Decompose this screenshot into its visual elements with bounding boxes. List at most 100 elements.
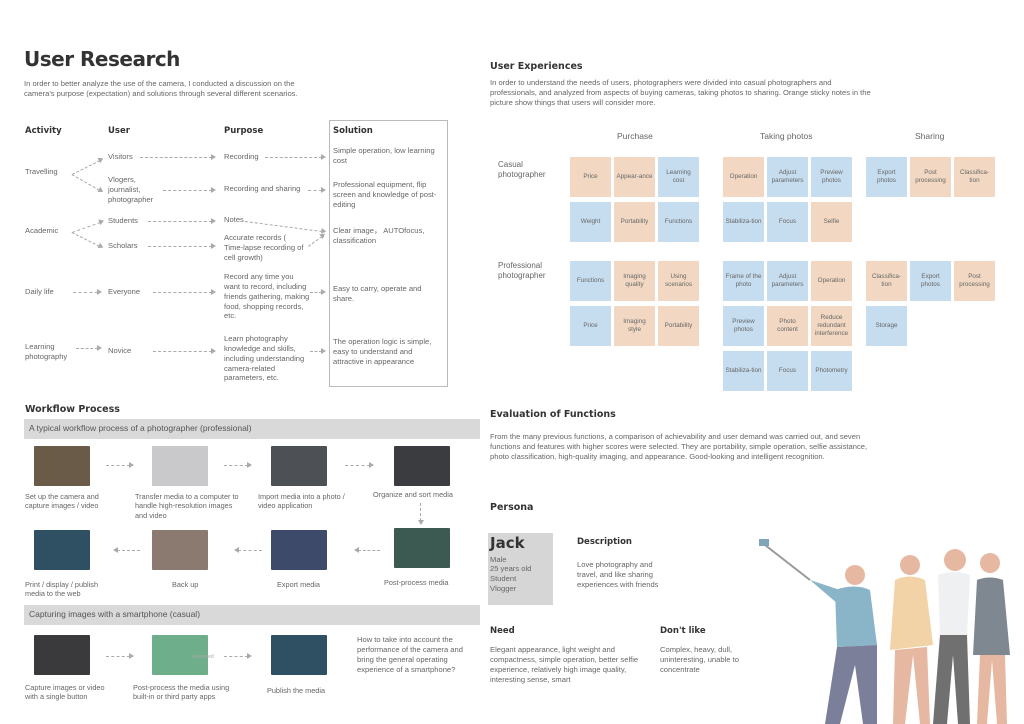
dashed-arrow xyxy=(153,348,216,354)
column-taking-photos: Taking photos xyxy=(760,131,813,141)
person-man-blue xyxy=(810,565,877,724)
dashed-arrow xyxy=(265,154,326,160)
solution-box xyxy=(329,120,448,387)
sticky-note: Export photos xyxy=(866,157,907,197)
workflow-step-image xyxy=(152,530,208,570)
workflow-step-caption: Print / display / publish media to the w… xyxy=(25,580,99,599)
sticky-note: Operation xyxy=(723,157,764,197)
sticky-note: Selfie xyxy=(811,202,852,242)
sticky-note: Export photos xyxy=(910,261,951,301)
dashed-arrow xyxy=(163,187,216,193)
workflow-step-image xyxy=(271,446,327,486)
workflow-arrow-right xyxy=(106,462,134,468)
persona-age: 25 years old xyxy=(490,564,532,574)
casual-step-caption: Publish the media xyxy=(267,686,326,695)
workflow-arrow-right xyxy=(224,653,252,659)
dashed-arrow xyxy=(148,243,216,249)
activity-daily-life: Daily life xyxy=(25,287,54,296)
sticky-note: Appear-ance xyxy=(614,157,655,197)
workflow-step-image xyxy=(394,446,450,486)
workflow-arrow-left xyxy=(354,547,380,553)
dashed-arrow xyxy=(72,160,101,175)
workflow-arrow-down xyxy=(420,503,421,521)
sticky-note: Price xyxy=(570,157,611,197)
header-purpose: Purpose xyxy=(224,126,264,136)
sticky-note: Imaging style xyxy=(614,306,655,346)
solution-5: The operation logic is simple, easy to u… xyxy=(333,337,432,366)
user-visitors: Visitors xyxy=(108,152,133,161)
dashed-arrow xyxy=(72,222,101,233)
sticky-note: Portability xyxy=(658,306,699,346)
dashed-arrow xyxy=(140,154,216,160)
casual-step-image xyxy=(152,635,208,675)
snapseed-label: snapseed xyxy=(192,654,214,660)
sticky-note: Stabiliza-tion xyxy=(723,202,764,242)
workflow-bar-professional: A typical workflow process of a photogra… xyxy=(24,419,480,439)
column-purchase: Purchase xyxy=(617,131,653,141)
sticky-note: Imaging quality xyxy=(614,261,655,301)
page-title: User Research xyxy=(24,47,180,71)
sticky-note: Price xyxy=(570,306,611,346)
workflow-step-image xyxy=(34,530,90,570)
sticky-note: Preview photos xyxy=(723,306,764,346)
sticky-note: Post processing xyxy=(954,261,995,301)
sticky-note: Storage xyxy=(866,306,907,346)
workflow-bar-casual: Capturing images with a smartphone (casu… xyxy=(24,605,480,625)
evaluation-title: Evaluation of Functions xyxy=(490,409,616,420)
persona-title: Persona xyxy=(490,502,534,513)
workflow-step-caption: Set up the camera and capture images / v… xyxy=(25,492,99,511)
dashed-arrow xyxy=(71,232,100,247)
workflow-question: How to take into account the performance… xyxy=(357,635,463,674)
casual-step-caption: Capture images or video with a single bu… xyxy=(25,683,105,702)
need-title: Need xyxy=(490,626,515,636)
dashed-arrow xyxy=(244,221,322,232)
casual-step-image xyxy=(34,635,90,675)
sticky-note: Focus xyxy=(767,202,808,242)
selfie-group-illustration xyxy=(759,539,1010,724)
person-man-white xyxy=(933,549,970,724)
purpose-accurate-records: Accurate records ( Time-lapse recording … xyxy=(224,233,304,262)
sticky-note: Post processing xyxy=(910,157,951,197)
workflow-step-caption: Import media into a photo / video applic… xyxy=(258,492,345,511)
sticky-note: Using scenarios xyxy=(658,261,699,301)
dashed-arrow xyxy=(148,218,216,224)
workflow-step-caption: Export media xyxy=(277,580,320,589)
workflow-step-image xyxy=(394,528,450,568)
workflow-step-caption: Post-process media xyxy=(384,578,449,587)
workflow-step-caption: Back up xyxy=(172,580,199,589)
evaluation-text: From the many previous functions, a comp… xyxy=(490,432,868,461)
sticky-note: Portability xyxy=(614,202,655,242)
workflow-arrow-left xyxy=(113,547,140,553)
dashed-arrow xyxy=(73,289,102,295)
activity-learning: Learning photography xyxy=(25,342,68,361)
experiences-intro: In order to understand the needs of user… xyxy=(490,78,871,107)
workflow-title: Workflow Process xyxy=(25,404,120,415)
purpose-recording-sharing: Recording and sharing xyxy=(224,184,301,193)
sticky-note: Weight xyxy=(570,202,611,242)
workflow-step-caption: Transfer media to a computer to handle h… xyxy=(135,492,239,520)
experiences-title: User Experiences xyxy=(490,61,583,72)
persona-card: Jack Male 25 years old Student Vlogger xyxy=(488,533,553,605)
header-activity: Activity xyxy=(25,126,62,136)
purpose-recording: Recording xyxy=(224,152,259,161)
dashed-arrow xyxy=(153,289,216,295)
dashed-arrow xyxy=(76,345,102,351)
description-title: Description xyxy=(577,537,632,547)
dislike-text: Complex, heavy, dull, uninteresting, una… xyxy=(660,645,739,674)
workflow-arrow-left xyxy=(234,547,262,553)
dashed-arrow xyxy=(310,289,326,295)
workflow-step-image xyxy=(152,446,208,486)
solution-1: Simple operation, low learning cost xyxy=(333,146,435,165)
header-solution: Solution xyxy=(333,126,373,136)
column-sharing: Sharing xyxy=(915,131,945,141)
sticky-note: Frame of the photo xyxy=(723,261,764,301)
dislike-title: Don't like xyxy=(660,626,706,636)
activity-academic: Academic xyxy=(25,226,59,235)
header-user: User xyxy=(108,126,130,136)
workflow-arrow-right xyxy=(345,462,374,468)
sticky-note: Adjust parameters xyxy=(767,261,808,301)
person-woman-grey xyxy=(973,553,1010,724)
sticky-note: Photometry xyxy=(811,351,852,391)
need-text: Elegant appearance, light weight and com… xyxy=(490,645,639,684)
sticky-note: Stabiliza-tion xyxy=(723,351,764,391)
